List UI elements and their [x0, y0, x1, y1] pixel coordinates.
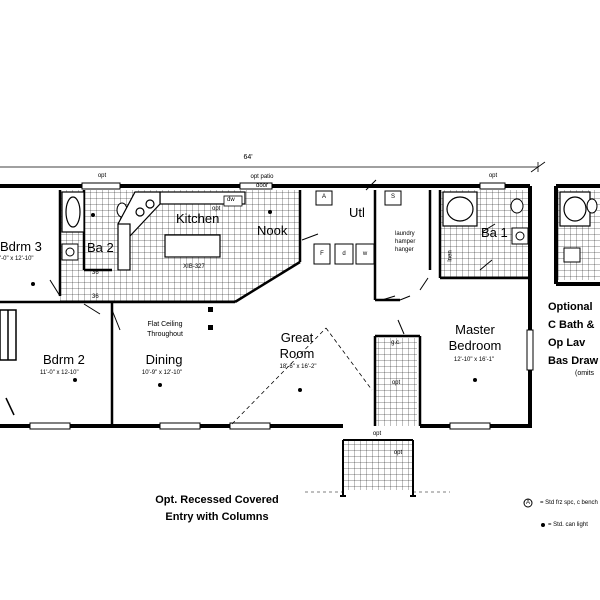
bedroom-3-dims: '-0" x 12'-10" [0, 256, 34, 262]
door-swings [49, 179, 496, 335]
dining-dims: 10'-9" x 12'-10" [141, 370, 183, 376]
entry-caption-line-2: Entry with Columns [165, 511, 269, 523]
laundry-hamper-label: laundry hamper hanger [395, 231, 416, 253]
bedroom-2-name: Bdrm 2 [43, 352, 85, 367]
kitchen-name: Kitchen [176, 211, 220, 226]
opt-closet-label: opt [391, 380, 401, 386]
bath-1-name: Ba 1 [481, 225, 508, 240]
freezer-symbol-label: A [321, 194, 327, 200]
sinks [61, 227, 581, 263]
closet-label: g.c. [391, 340, 401, 346]
overall-width-label: 64' [243, 154, 253, 161]
can-light-legend-symbol [541, 523, 545, 527]
opt-window-label: opt [97, 173, 107, 179]
optional-bath-caption: Optional C Bath & Op Lav Bas Draw [548, 301, 599, 367]
opt-entry-label: opt [372, 431, 382, 437]
dining-ceiling-note: Flat Ceiling Throughout [147, 321, 183, 338]
toilets [116, 198, 598, 218]
freezer-legend-letter: A [525, 500, 531, 506]
bedroom-2-dims: 11'-0" x 12-10" [40, 370, 79, 376]
freezer-legend-symbol [523, 498, 533, 508]
furnace-label: F [320, 251, 324, 257]
tub-ba1 [442, 191, 478, 227]
can-lights [31, 210, 477, 392]
interior-walls [0, 190, 530, 426]
dishwasher-label: dw [227, 197, 235, 203]
clearance-36-upper: 36 [92, 270, 99, 276]
left-closet [0, 309, 17, 416]
dryer-label: d [342, 251, 346, 257]
nook-name: Nook [257, 223, 288, 238]
windows [29, 182, 534, 430]
columns [208, 307, 213, 330]
dishwasher [223, 195, 243, 207]
great-room-dims: 18'-6" x 16'-2" [279, 364, 317, 370]
vaulted-ceiling-lines [231, 327, 373, 425]
sink-symbol-label: S [390, 194, 396, 200]
linen-label: lnen [447, 250, 454, 262]
opt-range-label: opt [212, 206, 221, 212]
opt-entry-door-label: opt [393, 450, 403, 456]
utility-fixtures [313, 190, 402, 265]
utility-name: Utl [349, 205, 365, 220]
recessed-entry [340, 439, 416, 497]
omits-caption: (omits [575, 370, 595, 377]
great-room-name: Great Room [279, 330, 315, 361]
overall-dimension-line [0, 161, 546, 173]
clearance-36-lower: 36 [92, 294, 99, 300]
island-model-label: XIB-327 [183, 264, 205, 270]
can-light-legend-text: = Std. can light [548, 522, 588, 528]
bath-2-name: Ba 2 [87, 240, 114, 255]
bedroom-3-name: Bdrm 3 [0, 239, 42, 254]
master-bedroom-name: Master Bedroom [448, 322, 502, 353]
freezer-legend-text: = Std frz spc, c bench [540, 500, 598, 506]
kitchen-island [164, 234, 221, 258]
entry-caption-line-1: Opt. Recessed Covered [155, 494, 279, 506]
tub-ba2 [61, 191, 85, 233]
tub-optional [559, 191, 591, 227]
dining-name: Dining [145, 352, 183, 367]
washer-label: w [362, 251, 368, 257]
master-bedroom-dims: 12'-10" x 16'-1" [453, 357, 495, 363]
opt-window-label-ba1: opt [488, 173, 498, 179]
opt-patio-door-label: opt patio door [250, 174, 274, 189]
